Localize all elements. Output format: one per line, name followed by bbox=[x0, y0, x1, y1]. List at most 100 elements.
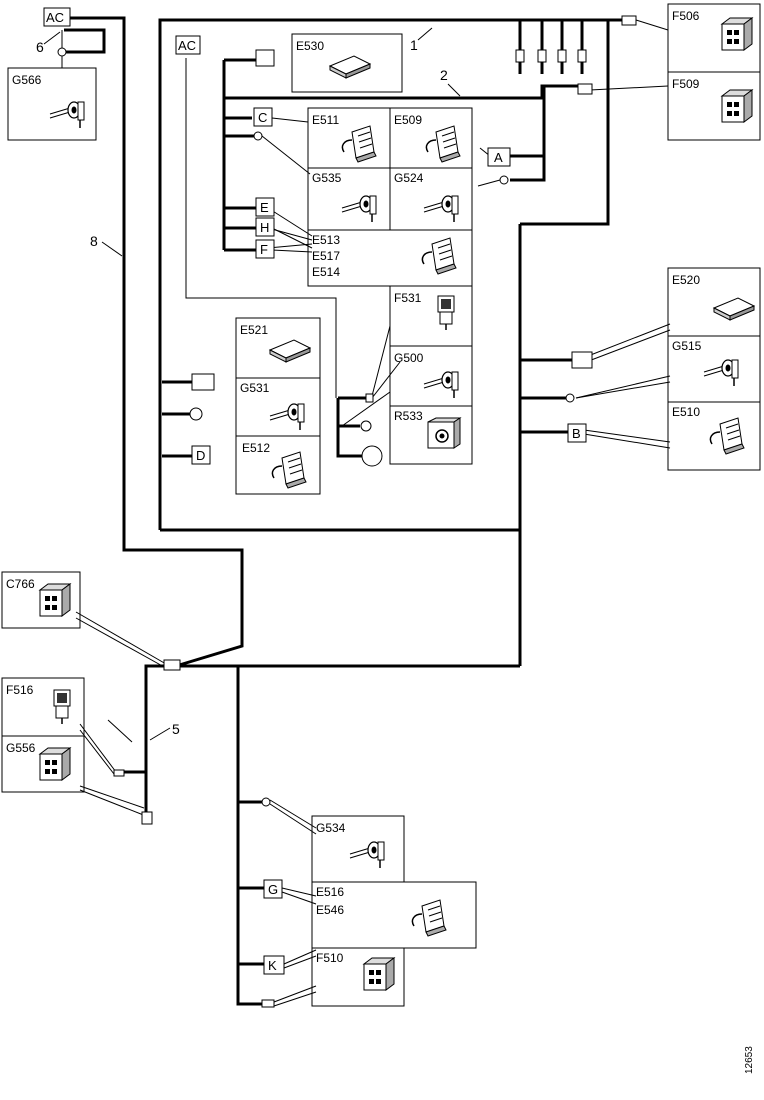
label-e521: E521 bbox=[240, 323, 268, 337]
connector-e521 bbox=[191, 373, 215, 391]
icon-g556 bbox=[39, 747, 71, 781]
tag-h: H bbox=[260, 220, 269, 235]
icon-e511 bbox=[341, 125, 377, 163]
icon-c766 bbox=[39, 583, 71, 617]
wire-number-1: 1 bbox=[410, 37, 418, 53]
label-g556: G556 bbox=[6, 741, 36, 755]
pin-1 bbox=[515, 49, 525, 63]
connector-f509 bbox=[577, 83, 593, 95]
icon-g534 bbox=[349, 841, 385, 869]
label-e530: E530 bbox=[296, 39, 324, 53]
pin-2 bbox=[537, 49, 547, 63]
icon-r533 bbox=[427, 417, 461, 449]
icon-f531 bbox=[437, 295, 455, 331]
side-code: 12653 bbox=[744, 1046, 755, 1074]
label-g535: G535 bbox=[312, 171, 342, 185]
ring-g500 bbox=[360, 420, 372, 432]
icon-e512 bbox=[271, 451, 307, 489]
tag-k: K bbox=[268, 958, 277, 973]
icon-e516 bbox=[411, 899, 447, 937]
box-g566 bbox=[7, 67, 97, 141]
label-g524: G524 bbox=[394, 171, 424, 185]
connector-g556 bbox=[141, 811, 153, 825]
box-f510 bbox=[311, 947, 405, 1007]
ring-g534 bbox=[261, 797, 271, 807]
box-e530 bbox=[291, 33, 403, 93]
label-g515: G515 bbox=[672, 339, 702, 353]
icon-e530 bbox=[329, 55, 371, 79]
connector-f531 bbox=[365, 393, 374, 403]
label-e513: E513 bbox=[312, 233, 340, 247]
label-f510: F510 bbox=[316, 951, 344, 965]
connector-e520 bbox=[571, 351, 593, 369]
pin-4 bbox=[577, 49, 587, 63]
ring-g515 bbox=[565, 393, 575, 403]
connector-e530 bbox=[255, 49, 275, 67]
icon-f506 bbox=[721, 17, 753, 51]
label-e520: E520 bbox=[672, 273, 700, 287]
tag-ac-top: AC bbox=[46, 10, 64, 25]
icon-g566 bbox=[49, 101, 85, 129]
wire-number-2: 2 bbox=[440, 67, 448, 83]
pin-3 bbox=[557, 49, 567, 63]
wire-number-8: 8 bbox=[90, 233, 98, 249]
icon-g500 bbox=[423, 371, 459, 399]
tag-e: E bbox=[260, 200, 269, 215]
label-e517: E517 bbox=[312, 249, 340, 263]
tag-f: F bbox=[260, 242, 268, 257]
ring-g524 bbox=[499, 175, 509, 185]
box-f509 bbox=[667, 71, 761, 141]
label-e546: E546 bbox=[316, 903, 344, 917]
tag-a: A bbox=[494, 150, 503, 165]
label-r533: R533 bbox=[394, 409, 423, 423]
label-f506: F506 bbox=[672, 9, 700, 23]
wire-number-6: 6 bbox=[36, 39, 44, 55]
label-e516: E516 bbox=[316, 885, 344, 899]
label-f509: F509 bbox=[672, 77, 700, 91]
tag-b: B bbox=[572, 426, 581, 441]
label-c766: C766 bbox=[6, 577, 35, 591]
box-e512 bbox=[235, 435, 321, 495]
label-e514: E514 bbox=[312, 265, 340, 279]
box-c766 bbox=[1, 571, 81, 629]
label-g531: G531 bbox=[240, 381, 270, 395]
label-g566: G566 bbox=[12, 73, 42, 87]
label-e510: E510 bbox=[672, 405, 700, 419]
ring-g566 bbox=[57, 47, 67, 57]
icon-f516 bbox=[53, 689, 71, 725]
icon-e509 bbox=[425, 125, 461, 163]
label-f516: F516 bbox=[6, 683, 34, 697]
label-g500: G500 bbox=[394, 351, 424, 365]
connector-trunk bbox=[163, 659, 181, 671]
icon-e521 bbox=[269, 339, 311, 363]
wire-number-5: 5 bbox=[172, 721, 180, 737]
connector-f510 bbox=[261, 999, 275, 1008]
label-e512: E512 bbox=[242, 441, 270, 455]
icon-e520 bbox=[713, 297, 755, 321]
tag-c: C bbox=[258, 110, 267, 125]
icon-g524 bbox=[423, 195, 459, 223]
tag-ac-mid: AC bbox=[178, 38, 196, 53]
connector-f516 bbox=[113, 769, 125, 777]
icon-f510 bbox=[363, 957, 395, 991]
icon-e513 bbox=[421, 237, 457, 275]
box-e510 bbox=[667, 401, 761, 471]
icon-g515 bbox=[703, 359, 739, 387]
icon-f509 bbox=[721, 89, 753, 123]
icon-g535 bbox=[341, 195, 377, 223]
connector-f506 bbox=[621, 15, 637, 26]
label-g534: G534 bbox=[316, 821, 346, 835]
box-g556 bbox=[1, 735, 85, 793]
icon-g531 bbox=[269, 403, 305, 431]
ring-r533 bbox=[361, 445, 383, 467]
tag-g: G bbox=[268, 882, 278, 897]
tag-d: D bbox=[196, 448, 205, 463]
label-f531: F531 bbox=[394, 291, 422, 305]
icon-e510 bbox=[709, 417, 745, 455]
ring-g535 bbox=[253, 131, 263, 141]
ring-g531 bbox=[189, 407, 203, 421]
label-e511: E511 bbox=[312, 113, 339, 127]
label-e509: E509 bbox=[394, 113, 422, 127]
box-r533 bbox=[389, 405, 473, 465]
